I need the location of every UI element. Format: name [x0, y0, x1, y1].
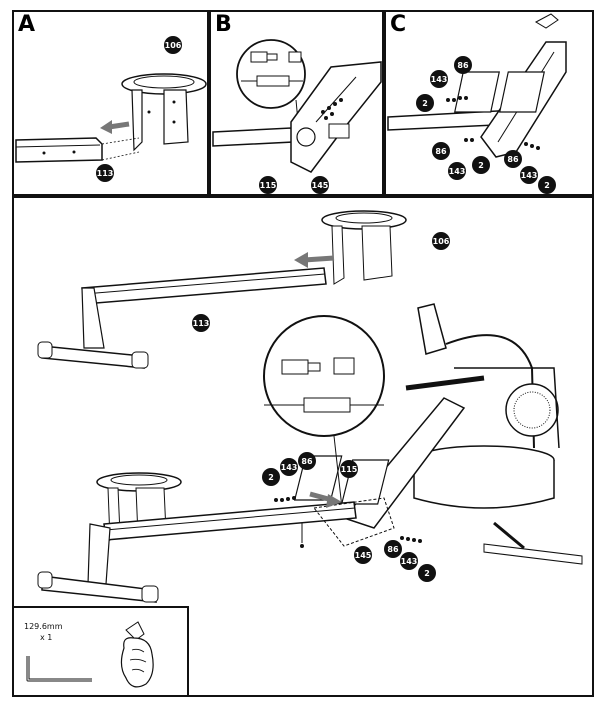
callout-2: 2: [416, 94, 434, 112]
allen-key-illustration: [26, 621, 154, 688]
callout-86: 86: [504, 150, 522, 168]
callout-143: 143: [520, 166, 538, 184]
callout-2: 2: [472, 156, 490, 174]
callout-143: 143: [400, 552, 418, 570]
step-b-panel: B 115 145: [209, 10, 384, 196]
callout-115: 115: [340, 460, 358, 478]
tool-size-label: 129.6mm: [24, 622, 63, 631]
callout-113: 113: [96, 164, 114, 182]
step-b-label: B: [215, 12, 232, 37]
step-c-label: C: [390, 12, 407, 37]
step-b-drawing: [212, 39, 382, 173]
callout-145: 145: [354, 546, 372, 564]
callout-145: 145: [311, 176, 329, 194]
step-a-drawing: [15, 73, 207, 163]
step-a-panel: A 106 113: [12, 10, 209, 196]
callout-106: 106: [432, 232, 450, 250]
callout-2: 2: [538, 176, 556, 194]
callout-86: 86: [298, 452, 316, 470]
callout-143: 143: [430, 70, 448, 88]
step-a-label: A: [18, 12, 36, 37]
callout-143: 143: [280, 458, 298, 476]
callout-106: 106: [164, 36, 182, 54]
main-assembly-drawing: [37, 210, 583, 603]
tool-panel: 129.6mm x 1: [12, 606, 189, 697]
callout-115: 115: [259, 176, 277, 194]
tool-qty-label: x 1: [40, 633, 53, 642]
step-c-drawing: [387, 13, 567, 158]
callout-2: 2: [418, 564, 436, 582]
callout-86: 86: [454, 56, 472, 74]
callout-86: 86: [384, 540, 402, 558]
callout-2: 2: [262, 468, 280, 486]
step-c-panel: C 143 86 2 86 143 2 86 143 2: [384, 10, 594, 196]
callout-86: 86: [432, 142, 450, 160]
callout-143: 143: [448, 162, 466, 180]
callout-113: 113: [192, 314, 210, 332]
